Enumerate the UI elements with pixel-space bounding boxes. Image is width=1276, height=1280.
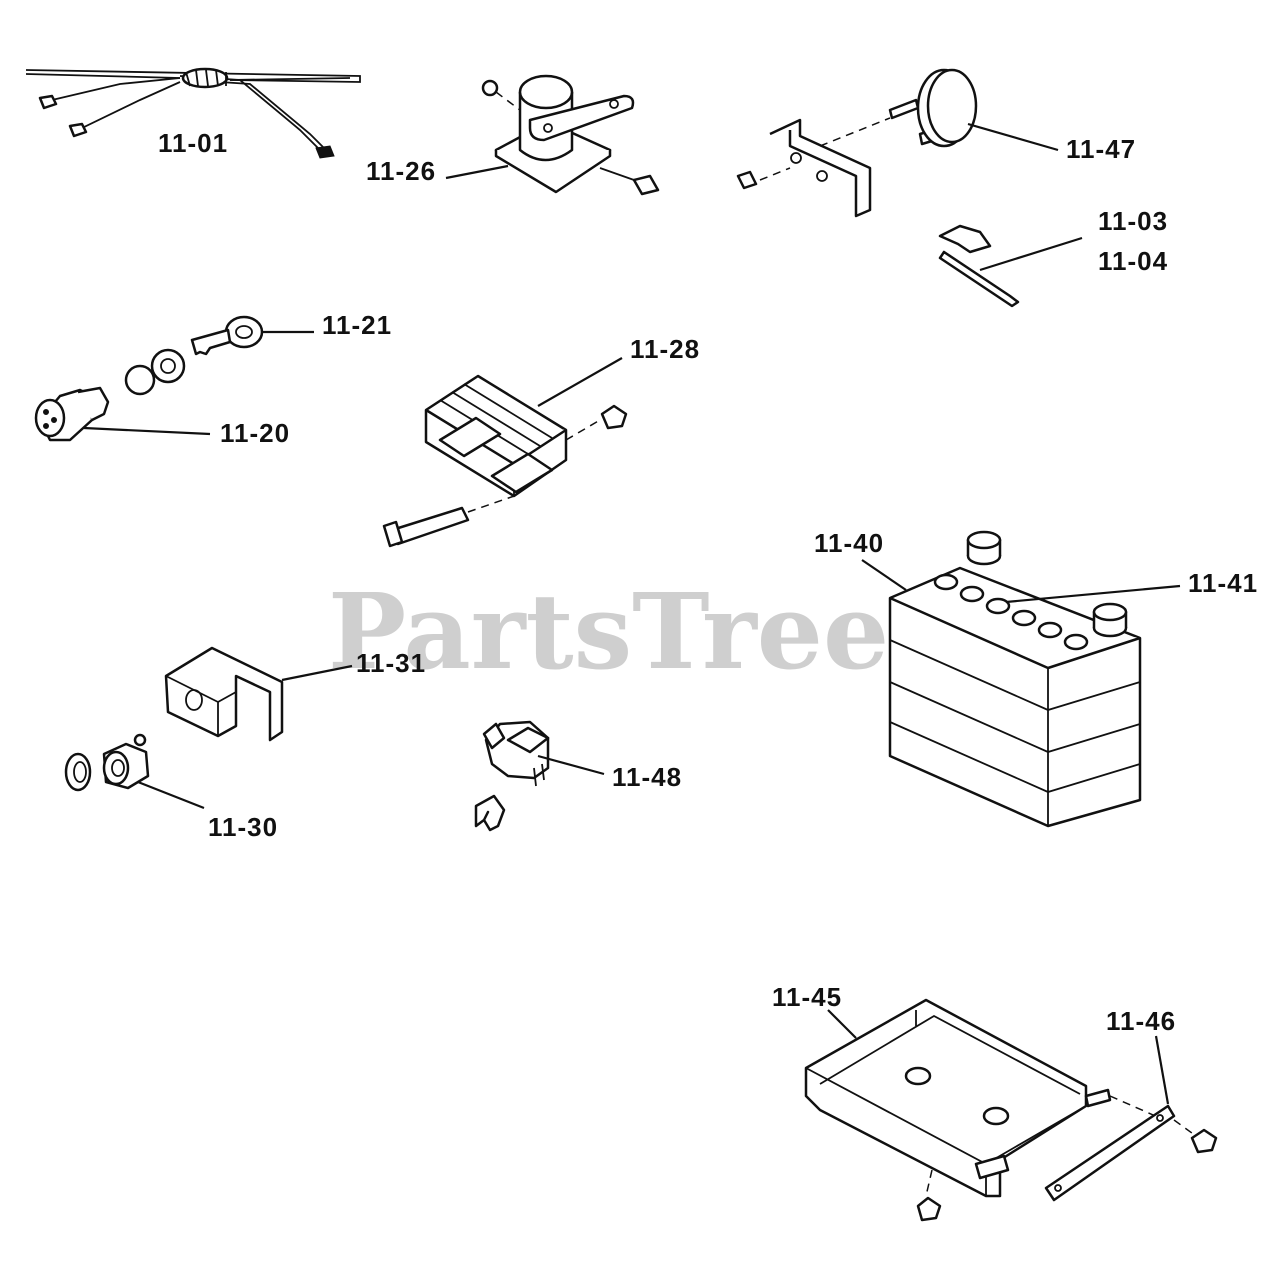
leader-11-20 (83, 426, 211, 436)
leader-11-26 (445, 164, 509, 180)
leader-11-47 (967, 122, 1059, 152)
label-11-04: 11-04 (1098, 246, 1168, 276)
gauge-bracket-part[interactable] (736, 68, 978, 218)
label-11-26: 11-26 (366, 156, 436, 186)
label-11-03: 11-03 (1098, 206, 1168, 236)
label-11-31: 11-31 (356, 648, 426, 678)
leader-11-41 (1005, 584, 1181, 604)
battery-tray-part[interactable] (804, 998, 1161, 1222)
battery-part[interactable] (888, 530, 1142, 828)
leader-11-31 (281, 664, 353, 682)
leader-11-28 (537, 357, 623, 407)
label-11-28: 11-28 (630, 334, 700, 364)
label-11-45: 11-45 (772, 982, 842, 1012)
label-11-21: 11-21 (322, 310, 392, 340)
toggle-switch-part[interactable] (474, 720, 550, 832)
battery-cable-part[interactable] (938, 224, 1020, 308)
label-11-41: 11-41 (1188, 568, 1258, 598)
label-11-01: 11-01 (158, 128, 228, 158)
label-11-46: 11-46 (1106, 1006, 1176, 1036)
wire-harness-part[interactable] (25, 67, 361, 159)
label-11-20: 11-20 (220, 418, 290, 448)
ignition-switch-part[interactable] (34, 348, 186, 442)
leader-11-30 (137, 780, 205, 810)
label-11-48: 11-48 (612, 762, 682, 792)
bracket-part[interactable] (164, 646, 284, 742)
label-11-30: 11-30 (208, 812, 278, 842)
light-socket-part[interactable] (64, 733, 150, 792)
regulator-block-part[interactable] (382, 374, 628, 548)
label-11-40: 11-40 (814, 528, 884, 558)
leader-11-46 (1154, 1035, 1170, 1105)
leader-11-45 (827, 1009, 857, 1039)
leader-11-48 (537, 754, 605, 776)
key-part[interactable] (190, 315, 264, 356)
leader-11-40 (861, 559, 907, 591)
hold-down-strap-part[interactable] (1044, 1104, 1218, 1202)
watermark-text: PartsTree (328, 570, 889, 693)
leader-11-03 (979, 236, 1083, 272)
label-11-47: 11-47 (1066, 134, 1136, 164)
solenoid-part[interactable] (481, 74, 660, 196)
